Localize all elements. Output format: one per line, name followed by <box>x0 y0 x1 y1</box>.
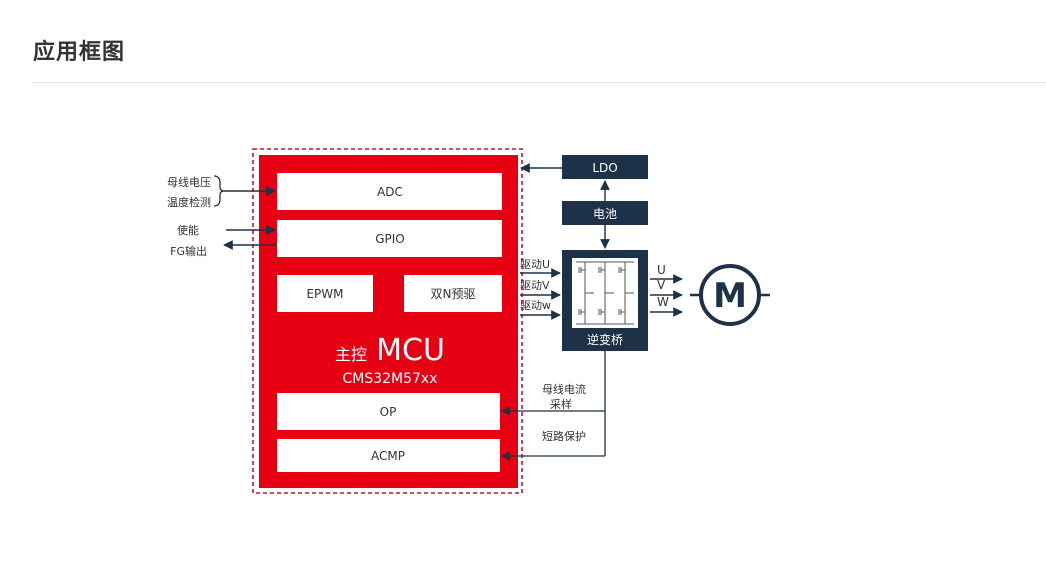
acmp-block <box>277 439 500 472</box>
mcu-title-prefix: 主控 <box>335 345 367 364</box>
title-divider <box>33 82 1046 83</box>
epwm-block <box>277 275 373 312</box>
inverter-switches <box>576 261 634 325</box>
page-title: 应用框图 <box>33 40 126 65</box>
mcu-title-main: MCU <box>376 333 445 368</box>
temp-detect-label: 温度检测 <box>167 195 211 209</box>
enable-label: 使能 <box>177 223 199 237</box>
battery-label: 电池 <box>593 207 617 221</box>
epwm-label: EPWM <box>306 287 343 301</box>
phase-v-label: V <box>657 278 666 292</box>
motor-icon <box>699 264 761 326</box>
bus-voltage-label: 母线电压 <box>167 175 211 189</box>
mcu-dashed-border <box>252 148 523 494</box>
dual-n-driver-label: 双N预驱 <box>431 287 476 301</box>
op-block <box>277 393 500 430</box>
battery-block <box>562 201 648 225</box>
mcu-model: CMS32M57xx <box>342 371 437 387</box>
motor-symbol: M <box>713 276 747 316</box>
op-label: OP <box>380 405 397 419</box>
bus-current-label-2: 采样 <box>550 397 572 411</box>
input-brace <box>213 175 225 207</box>
drive-u-label: 驱动U <box>520 258 550 271</box>
inverter-label: 逆变桥 <box>587 332 623 347</box>
phase-u-label: U <box>657 263 666 277</box>
mcu-block <box>259 155 518 488</box>
fg-output-label: FG输出 <box>170 244 207 258</box>
short-protect-label: 短路保护 <box>542 429 586 443</box>
gpio-block <box>277 220 502 257</box>
drive-v-label: 驱动V <box>520 279 550 292</box>
mcu-title: 主控 MCU <box>335 333 445 368</box>
gpio-label: GPIO <box>375 232 405 246</box>
ldo-label: LDO <box>592 161 617 175</box>
drive-w-label: 驱动w <box>520 299 551 312</box>
bus-current-label-1: 母线电流 <box>542 382 586 396</box>
phase-w-label: W <box>657 295 669 309</box>
dual-n-driver-block <box>404 275 502 312</box>
ldo-block <box>562 155 648 179</box>
adc-block <box>277 173 502 210</box>
adc-label: ADC <box>377 185 403 199</box>
acmp-label: ACMP <box>371 449 405 463</box>
